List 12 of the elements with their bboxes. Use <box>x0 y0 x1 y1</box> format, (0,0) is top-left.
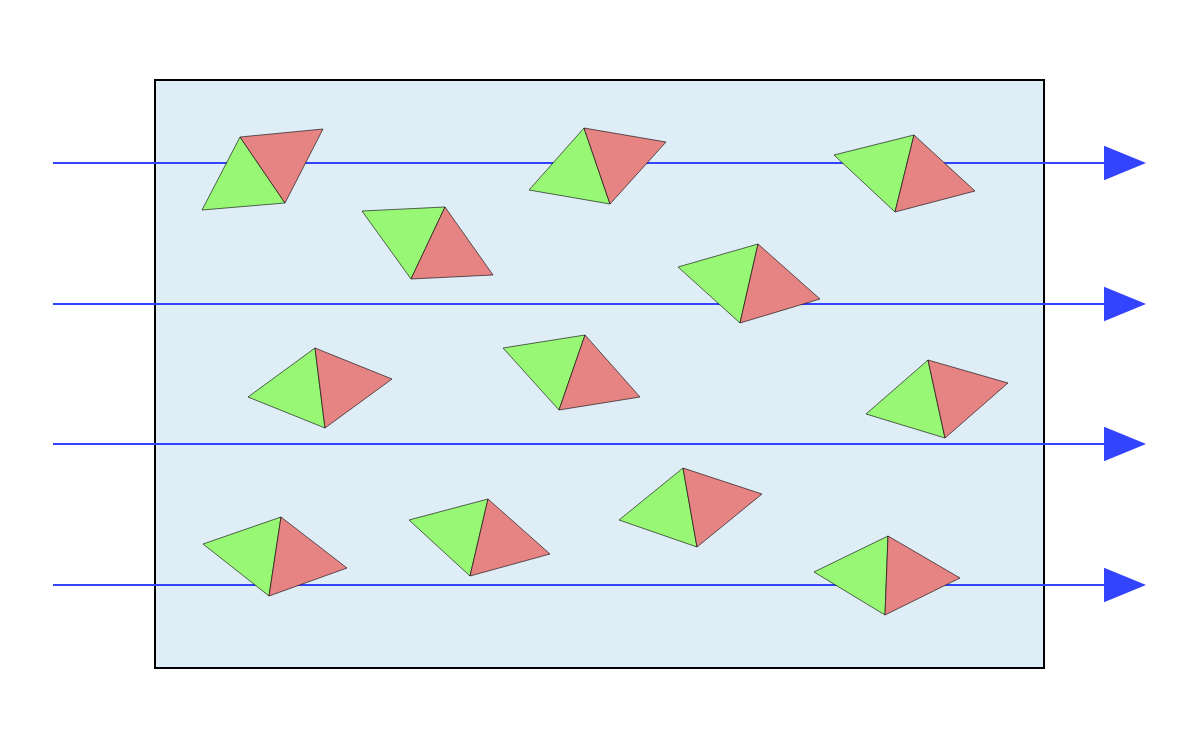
dipole-drawing <box>813 535 961 616</box>
dipole-drawing <box>201 128 324 211</box>
dipole-drawing <box>865 359 1009 439</box>
dipole-drawing <box>677 243 821 324</box>
dipole-drawing <box>833 134 976 213</box>
dipole-drawing <box>247 347 393 429</box>
dipole-drawing <box>528 127 667 205</box>
dipole-drawing <box>408 498 551 577</box>
dipole-drawing <box>202 516 348 597</box>
dipole-drawing <box>618 467 763 548</box>
dipole-drawing <box>361 206 494 280</box>
dipole-drawing <box>502 334 641 411</box>
